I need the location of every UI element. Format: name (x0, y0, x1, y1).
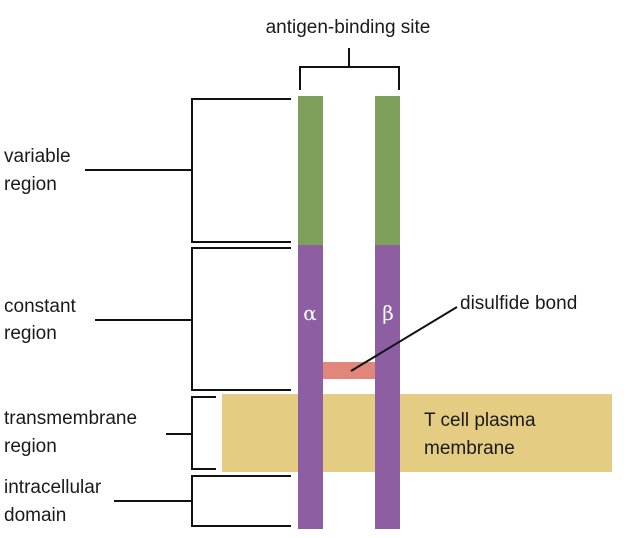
disulfide-bond-bar (323, 362, 375, 379)
transmembrane-region-bracket (191, 396, 216, 470)
intracellular-domain-bracket (191, 475, 291, 527)
variable-region-label: variable region (4, 146, 76, 195)
alpha-chain-variable-segment (298, 96, 323, 245)
constant-region-label: constant region (4, 296, 81, 344)
variable-region-bracket (191, 98, 291, 243)
constant-region-bracket (191, 247, 291, 391)
beta-chain-variable-segment (375, 96, 400, 245)
intracellular-domain-label: intracellular domain (4, 477, 106, 526)
t-cell-plasma-membrane (222, 394, 612, 472)
transmembrane-region-label: transmembrane region (4, 408, 142, 457)
antigen-binding-site-bracket (299, 48, 400, 90)
disulfide-bond-pointer (350, 306, 458, 372)
antigen-binding-site-label: antigen-binding site (266, 17, 431, 38)
disulfide-bond-label: disulfide bond (460, 293, 577, 314)
alpha-chain-constant-segment (298, 245, 323, 529)
beta-chain-constant-segment (375, 245, 400, 529)
alpha-chain-label: α (303, 301, 317, 325)
membrane-label: T cell plasma membrane (424, 410, 541, 459)
beta-chain-label: β (382, 301, 394, 325)
